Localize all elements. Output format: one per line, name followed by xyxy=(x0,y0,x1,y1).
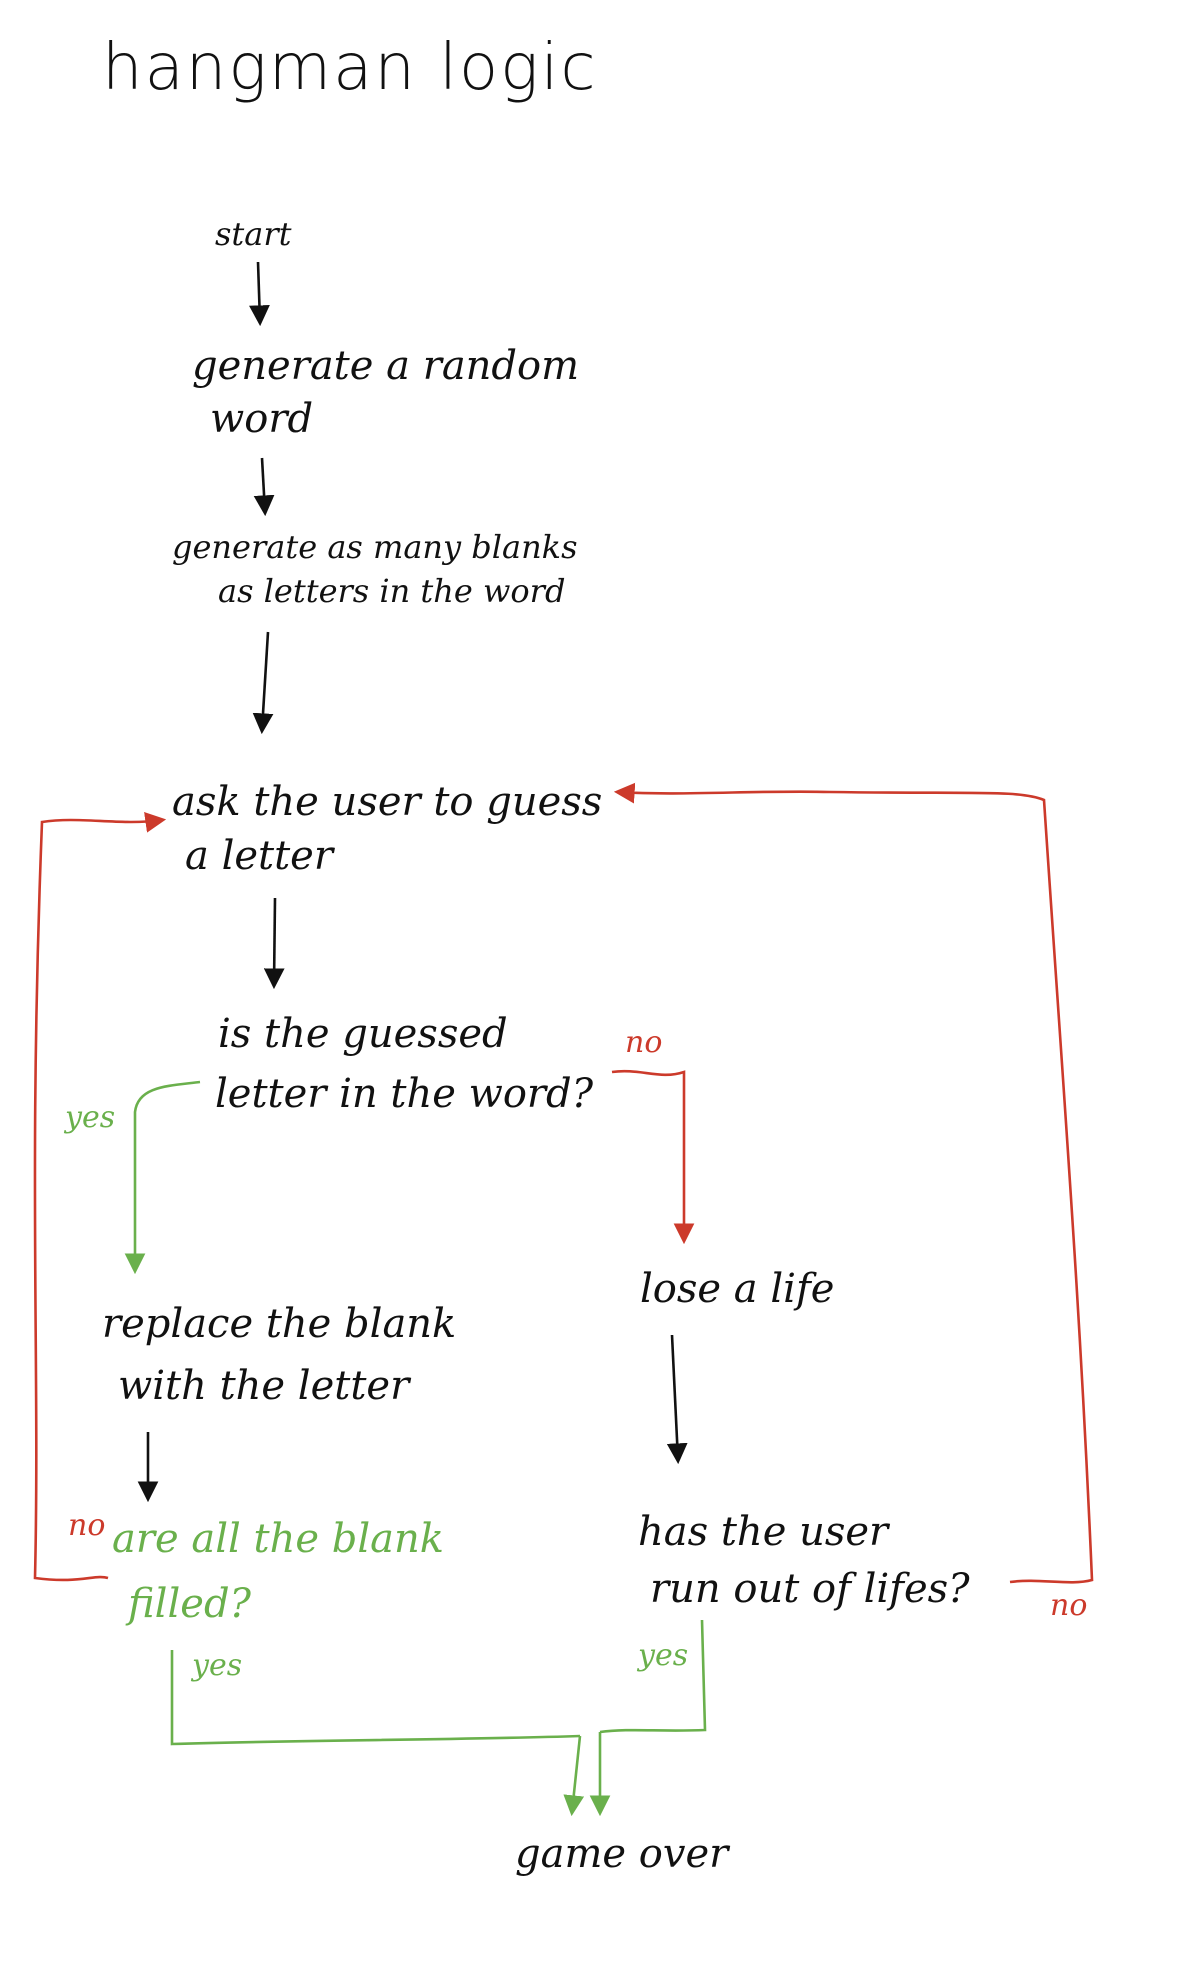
node-out-of-lives-line-2: run out of lifes? xyxy=(650,1566,970,1612)
node-all-filled-line-2: filled? xyxy=(128,1581,251,1627)
node-out-of-lives-line-1: has the user xyxy=(638,1509,889,1555)
label-yes-filled: yes xyxy=(192,1648,243,1683)
node-game-over: game over xyxy=(515,1831,729,1877)
arrow-generate-word-to-blanks xyxy=(253,457,275,517)
arrow-yes-filled-to-game-over xyxy=(563,1735,585,1817)
node-ask-guess-line-2: a letter xyxy=(185,833,333,879)
node-start: start xyxy=(215,215,292,253)
label-yes-in-word: yes xyxy=(65,1100,116,1135)
arrow-yes-in-word-to-replace xyxy=(124,1080,201,1275)
label-no-filled: no xyxy=(68,1508,106,1543)
arrow-lose-life-to-out-of-lives xyxy=(666,1334,688,1465)
arrow-ask-to-is-in-word xyxy=(263,897,285,990)
arrow-start-to-generate-word xyxy=(249,261,270,327)
label-no-in-word: no xyxy=(625,1025,663,1060)
line-yes-filled-down xyxy=(170,1650,581,1746)
label-no-lives: no xyxy=(1050,1588,1088,1623)
node-lose-life: lose a life xyxy=(640,1266,835,1312)
node-is-in-word-line-2: letter in the word? xyxy=(215,1071,594,1117)
diagram-title: hangman logic xyxy=(102,31,598,105)
node-generate-blanks-line-2: as letters in the word xyxy=(218,572,566,610)
arrow-blanks-to-ask xyxy=(252,631,274,735)
line-yes-lives-down xyxy=(599,1619,707,1734)
arrow-no-in-word-to-lose-life xyxy=(611,1069,695,1245)
node-ask-guess-line-1: ask the user to guess xyxy=(172,779,603,825)
node-replace-blank-line-1: replace the blank xyxy=(102,1301,457,1347)
node-is-in-word-line-1: is the guessed xyxy=(218,1011,508,1057)
node-generate-blanks-line-1: generate as many blanks xyxy=(172,528,578,566)
node-replace-blank-line-2: with the letter xyxy=(118,1363,410,1409)
node-generate-word-line-2: word xyxy=(210,396,314,442)
arrow-no-filled-to-ask xyxy=(33,812,167,1582)
label-yes-lives: yes xyxy=(638,1638,689,1673)
node-all-filled-line-1: are all the blank xyxy=(112,1516,444,1562)
arrow-no-lives-to-ask xyxy=(613,782,1094,1584)
node-generate-word-line-1: generate a random xyxy=(192,343,580,389)
